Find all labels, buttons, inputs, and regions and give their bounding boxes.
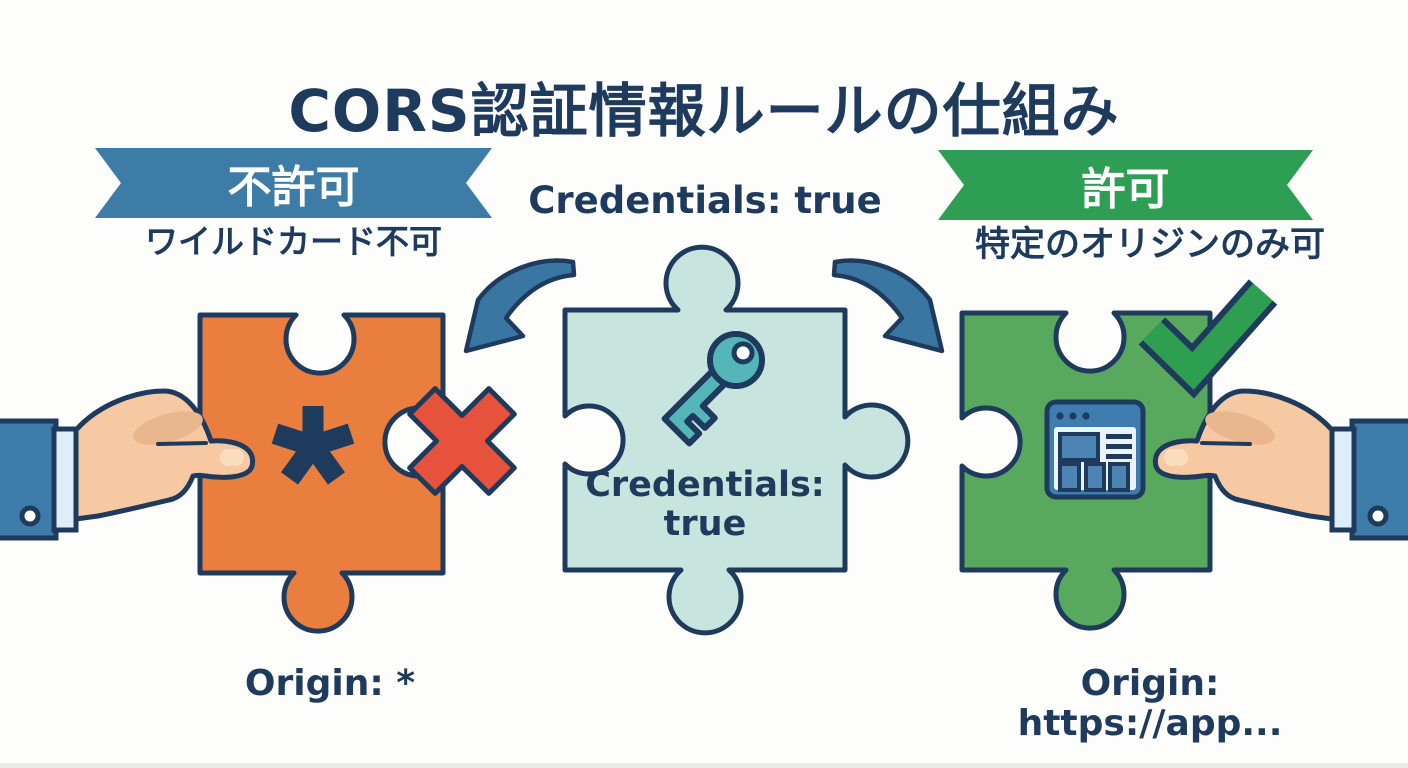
origin-specific-caption: Origin: https://app... xyxy=(1017,663,1283,745)
deny-banner: 不許可 xyxy=(95,148,492,218)
deny-subtitle: ワイルドカード不可 xyxy=(145,222,442,261)
deny-banner-label: 不許可 xyxy=(227,162,360,213)
check-icon xyxy=(1138,279,1278,399)
credentials-piece-text: Credentials: true xyxy=(585,465,825,545)
bottom-edge xyxy=(0,763,1408,768)
left-hand xyxy=(0,388,256,541)
page-title: CORS認証情報ルールの仕組み xyxy=(288,76,1120,145)
origin-puzzle-piece xyxy=(959,279,1278,631)
allow-banner: 許可 xyxy=(938,150,1313,220)
credentials-puzzle-piece xyxy=(562,244,911,636)
allow-banner-label: 許可 xyxy=(1081,164,1170,215)
credentials-piece-line2: true xyxy=(663,504,747,545)
credentials-label: Credentials: true xyxy=(528,179,882,222)
credentials-piece-line1: Credentials: xyxy=(585,465,825,505)
wildcard-puzzle-piece xyxy=(197,312,517,634)
allow-subtitle: 特定のオリジンのみ可 xyxy=(974,225,1325,265)
right-arrow-icon xyxy=(834,261,942,351)
left-arrow-icon xyxy=(463,258,577,354)
browser-icon xyxy=(1044,399,1146,500)
x-mark-icon xyxy=(407,386,517,496)
origin-wildcard-caption: Origin: * xyxy=(244,663,416,704)
asterisk-symbol xyxy=(271,406,355,485)
key-icon xyxy=(661,331,765,447)
